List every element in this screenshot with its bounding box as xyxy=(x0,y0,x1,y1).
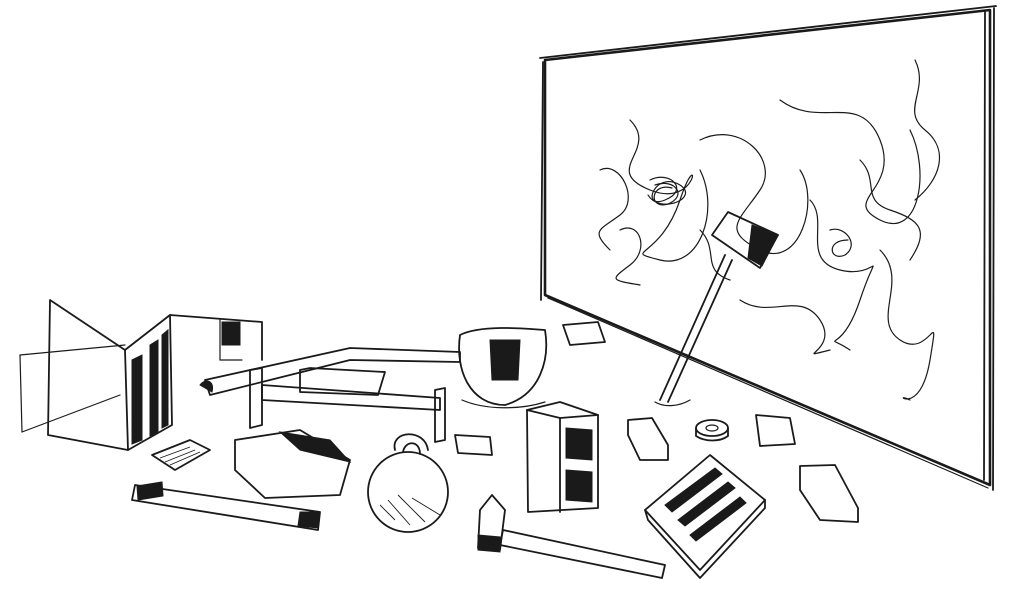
folding-screen xyxy=(19,299,263,451)
kettlebell xyxy=(367,433,449,533)
sledgehammer xyxy=(654,211,779,407)
scribble-marks xyxy=(598,59,941,401)
whiteboard-panel xyxy=(539,5,997,491)
tape-roll xyxy=(695,419,729,442)
concrete-grate xyxy=(644,454,766,579)
clay-pot xyxy=(458,327,548,409)
wooden-plank xyxy=(131,481,321,531)
saw xyxy=(199,347,461,443)
brick xyxy=(454,321,859,523)
stone-slab xyxy=(151,429,352,499)
cinder-block xyxy=(526,401,599,513)
hammer xyxy=(477,494,666,579)
